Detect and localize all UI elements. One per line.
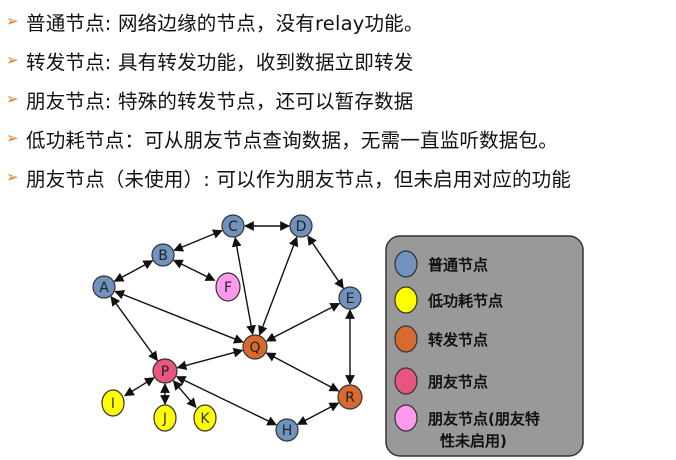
edge-A-B (113, 260, 154, 282)
legend-item-low-power: 低功耗节点 (394, 286, 503, 314)
node-C: C (221, 214, 245, 238)
legend-label: 朋友节点(朋友特 (428, 410, 540, 428)
node-E: E (338, 286, 362, 310)
bullet-text: 转发节点: 具有转发功能，收到数据立即转发 (26, 50, 414, 74)
node-circle (242, 334, 268, 360)
edge-A-P (110, 295, 158, 362)
node-A: A (92, 275, 116, 299)
node-label: R (345, 390, 355, 406)
bullet-item-relay: ➢ 转发节点: 具有转发功能，收到数据立即转发 (6, 43, 413, 77)
bullet-arrow-icon: ➢ (6, 168, 19, 186)
bullet-text: 朋友节点: 特殊的转发节点，还可以暂存数据 (26, 89, 414, 113)
bullet-text: 普通节点: 网络边缘的节点，没有relay功能。 (26, 11, 424, 35)
node-label: E (346, 291, 355, 307)
edge-H-R (296, 402, 340, 426)
bullet-arrow-icon: ➢ (6, 90, 19, 108)
node-K: K (193, 404, 217, 432)
node-J: J (153, 404, 177, 432)
node-label: I (111, 396, 115, 412)
legend-item-normal: 普通节点 (394, 250, 488, 278)
node-circle (153, 404, 177, 432)
node-circle (215, 272, 241, 302)
bullet-arrow-icon: ➢ (6, 12, 19, 30)
legend-label: 朋友节点 (428, 373, 488, 391)
bullet-text: 朋友节点（未使用）: 可以作为朋友节点，但未启用对应的功能 (26, 167, 572, 191)
node-label: D (296, 219, 307, 235)
edge-C-Q (231, 236, 256, 336)
legend-label: 普通节点 (428, 256, 488, 274)
node-label: J (162, 411, 167, 427)
node-label: F (224, 280, 232, 296)
legend-swatch (394, 325, 418, 353)
edge-layer (110, 221, 355, 426)
node-label: B (158, 248, 168, 264)
bullet-item-friend-unused: ➢ 朋友节点（未使用）: 可以作为朋友节点，但未启用对应的功能 (6, 160, 571, 194)
node-B: B (151, 243, 175, 267)
legend-label-line2: 性未启用) (440, 432, 507, 450)
node-layer: A B C D E F Q P R H I J K (92, 214, 363, 442)
legend-box (385, 235, 584, 457)
bullet-item-friend: ➢ 朋友节点: 特殊的转发节点，还可以暂存数据 (6, 82, 413, 116)
bullet-item-low-power: ➢ 低功耗节点：可从朋友节点查询数据，无需一直监听数据包。 (6, 121, 558, 155)
node-circle (193, 404, 217, 432)
node-circle (337, 384, 363, 410)
legend-label: 转发节点 (428, 331, 488, 349)
legend-item-friend: 朋友节点 (394, 367, 488, 395)
legend-swatch (394, 250, 418, 278)
node-circle (92, 275, 116, 299)
node-label: K (200, 411, 210, 427)
legend-swatch (394, 286, 418, 314)
edge-P-I (124, 377, 155, 397)
edge-D-Q (258, 236, 299, 336)
node-circle (101, 389, 125, 417)
node-H: H (275, 418, 299, 442)
legend-swatch (394, 404, 418, 432)
edge-P-K (172, 380, 197, 409)
node-label: C (228, 219, 238, 235)
node-label: Q (249, 340, 260, 356)
node-label: P (161, 364, 169, 380)
node-circle (338, 286, 362, 310)
edge-P-H (175, 376, 278, 426)
node-R: R (337, 384, 363, 410)
edge-D-E (307, 235, 344, 289)
node-D: D (289, 214, 313, 238)
bullet-arrow-icon: ➢ (6, 51, 19, 69)
node-Q: Q (242, 334, 268, 360)
node-circle (152, 358, 178, 384)
node-F: F (215, 272, 241, 302)
bullet-text: 低功耗节点：可从朋友节点查询数据，无需一直监听数据包。 (26, 128, 558, 152)
edge-Q-E (265, 302, 341, 342)
node-P: P (152, 358, 178, 384)
bullet-arrow-icon: ➢ (6, 129, 19, 147)
node-circle (275, 418, 299, 442)
bullet-item-normal: ➢ 普通节点: 网络边缘的节点，没有relay功能。 (6, 4, 424, 38)
node-I: I (101, 389, 125, 417)
legend-label: 低功耗节点 (427, 292, 503, 310)
node-circle (289, 214, 313, 238)
edge-P-Q (176, 347, 244, 371)
node-circle (151, 243, 175, 267)
node-label: H (282, 423, 293, 439)
legend-swatch (394, 367, 418, 395)
node-circle (221, 214, 245, 238)
node-label: A (99, 280, 109, 296)
legend-item-relay: 转发节点 (394, 325, 488, 353)
edge-Q-R (265, 352, 340, 392)
edge-B-F (172, 259, 216, 282)
edge-B-C (173, 229, 223, 252)
